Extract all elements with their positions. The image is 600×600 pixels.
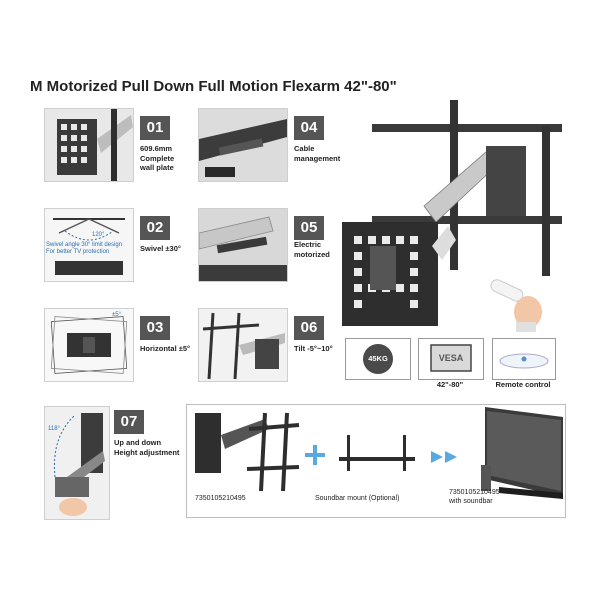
feature-number-06: 06 bbox=[294, 316, 324, 340]
remote-hand-image bbox=[486, 278, 548, 332]
weight-capacity-badge: 45KG bbox=[345, 338, 411, 380]
vesa-text: VESA bbox=[438, 353, 464, 363]
weight-text: 45KG bbox=[368, 354, 388, 363]
height-angle-label: 118° bbox=[48, 426, 60, 432]
remote-icon bbox=[499, 353, 549, 369]
remote-label: Remote control bbox=[495, 380, 551, 389]
bundle-illustration bbox=[195, 407, 563, 499]
swivel-angle-label: 120° bbox=[92, 232, 105, 238]
vesa-badge: VESA bbox=[418, 338, 484, 380]
main-product-image bbox=[336, 96, 572, 334]
horizontal-deg-label: ±5° bbox=[112, 312, 122, 318]
feature-caption-06: Tilt -5°~10° bbox=[294, 344, 333, 353]
feature-number-07: 07 bbox=[114, 410, 144, 434]
swivel-image bbox=[44, 208, 134, 282]
cable-management-image bbox=[198, 108, 288, 182]
motorized-image bbox=[198, 208, 288, 282]
feature-caption-02: Swivel ±30° bbox=[140, 244, 181, 253]
horizontal-adjust-image bbox=[44, 308, 134, 382]
tilt-image bbox=[198, 308, 288, 382]
remote-badge bbox=[492, 338, 556, 380]
feature-number-01: 01 bbox=[140, 116, 170, 140]
feature-number-03: 03 bbox=[140, 316, 170, 340]
feature-number-05: 05 bbox=[294, 216, 324, 240]
height-adjust-image bbox=[44, 406, 110, 520]
feature-number-04: 04 bbox=[294, 116, 324, 140]
vesa-size-label: 42"-80" bbox=[436, 380, 464, 389]
wall-plate-image bbox=[44, 108, 134, 182]
page-title: M Motorized Pull Down Full Motion Flexar… bbox=[30, 78, 397, 95]
sku-label-1: 7350105210495 bbox=[195, 495, 246, 502]
bundle-panel: 7350105210495 Soundbar mount (Optional) … bbox=[186, 404, 566, 518]
feature-caption-03: Horizontal ±5° bbox=[140, 344, 191, 353]
vesa-icon bbox=[430, 344, 472, 372]
feature-number-02: 02 bbox=[140, 216, 170, 240]
weight-icon bbox=[363, 344, 393, 374]
soundbar-mount-label: Soundbar mount (Optional) bbox=[315, 495, 400, 502]
